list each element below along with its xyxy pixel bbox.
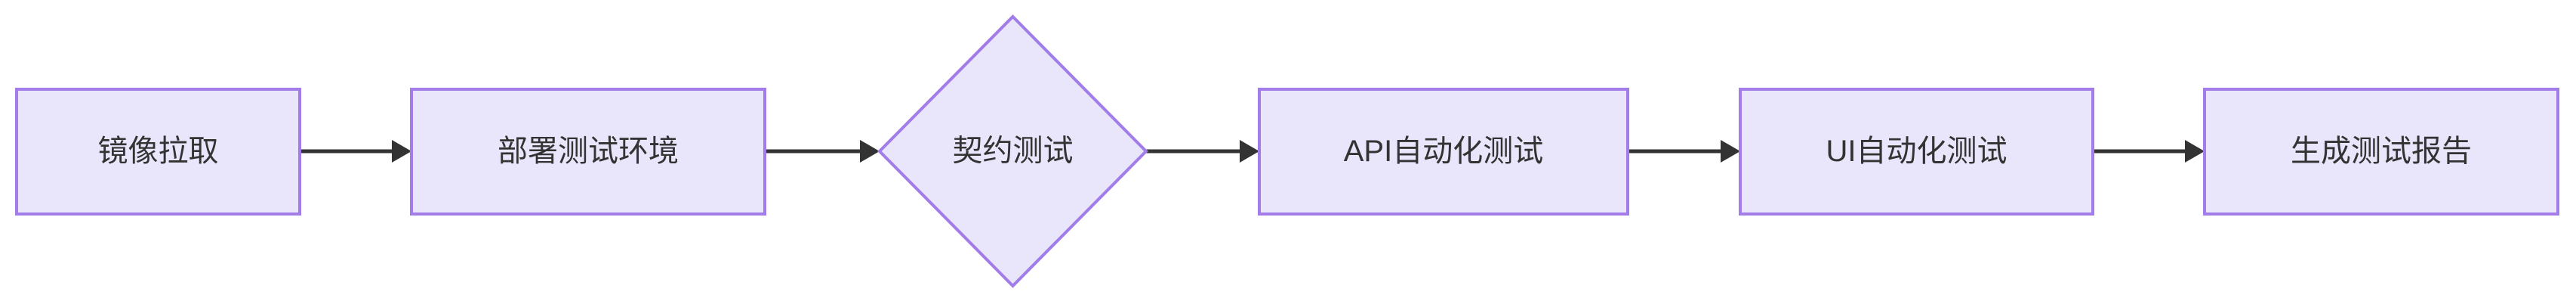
flow-node-n5[interactable]: UI自动化测试	[1739, 88, 2094, 216]
node-label: UI自动化测试	[1826, 135, 2007, 168]
flow-edge	[1146, 140, 1259, 163]
arrowhead-icon	[1240, 140, 1259, 163]
node-shape-diamond[interactable]	[877, 14, 1148, 288]
node-label: 镜像拉取	[98, 135, 219, 168]
flow-node-n3[interactable]: 契约测试	[877, 14, 1148, 288]
flow-edge	[765, 140, 880, 163]
node-shape-rectangle[interactable]	[2203, 88, 2559, 216]
node-label: API自动化测试	[1344, 135, 1543, 168]
node-label: 生成测试报告	[2291, 135, 2472, 168]
flow-edge	[1628, 140, 1740, 163]
node-label: 契约测试	[953, 135, 1074, 168]
flow-edge	[300, 140, 411, 163]
arrowhead-icon	[1721, 140, 1740, 163]
node-shape-rectangle[interactable]	[1258, 88, 1629, 216]
flow-edge	[2093, 140, 2205, 163]
nodes-layer: 镜像拉取 部署测试环境 契约测试 API自动化测试 UI自动化测试 生成测试报告	[15, 14, 2559, 288]
flow-node-n6[interactable]: 生成测试报告	[2203, 88, 2559, 216]
node-shape-rectangle[interactable]	[410, 88, 766, 216]
flow-node-n2[interactable]: 部署测试环境	[410, 88, 766, 216]
edges-layer	[300, 140, 2205, 163]
arrowhead-icon	[392, 140, 411, 163]
flow-node-n1[interactable]: 镜像拉取	[15, 88, 301, 216]
node-shape-rectangle[interactable]	[1739, 88, 2094, 216]
arrowhead-icon	[860, 140, 880, 163]
node-shape-rectangle[interactable]	[15, 88, 301, 216]
arrowhead-icon	[2185, 140, 2205, 163]
node-label: 部署测试环境	[498, 135, 679, 168]
flow-node-n4[interactable]: API自动化测试	[1258, 88, 1629, 216]
